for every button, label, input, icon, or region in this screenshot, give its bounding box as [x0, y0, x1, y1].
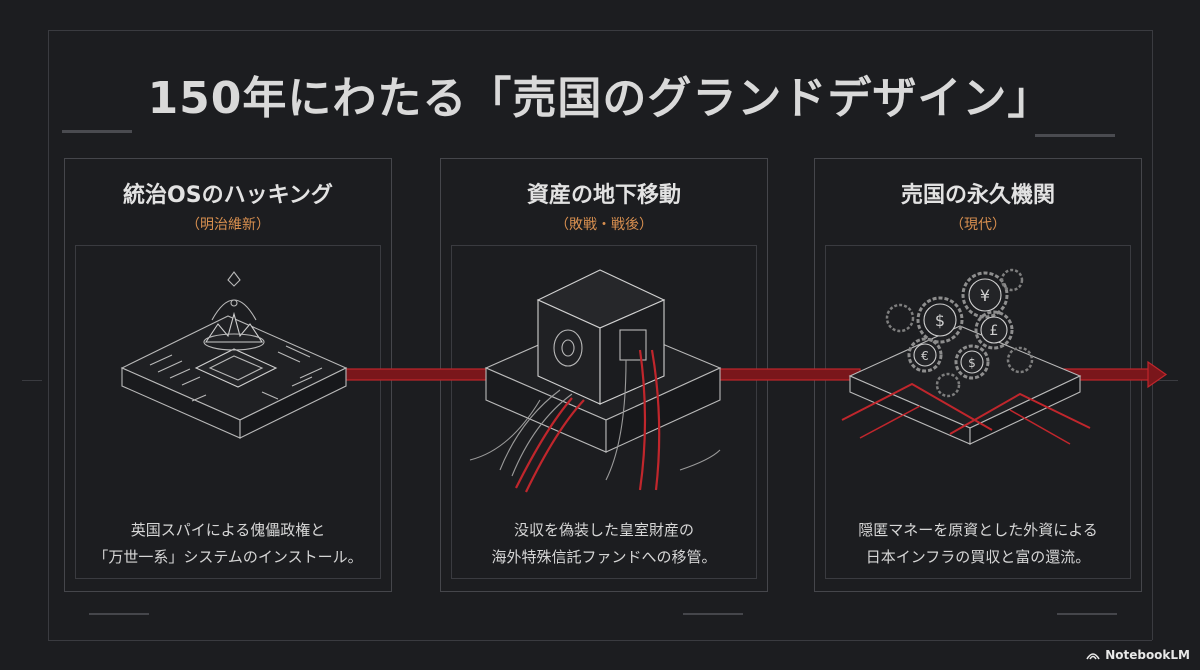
crown-chip-icon: [122, 272, 346, 438]
svg-text:$: $: [935, 311, 945, 330]
svg-text:$: $: [968, 356, 976, 370]
svg-text:€: €: [921, 349, 929, 363]
vault-icon: [470, 270, 720, 492]
notebooklm-logo-icon: [1086, 650, 1100, 660]
gears-currency-icon: $ ¥ £ € $: [842, 270, 1090, 444]
brand-name: NotebookLM: [1105, 648, 1190, 662]
brand-badge: NotebookLM: [1086, 648, 1190, 662]
svg-text:£: £: [990, 323, 999, 339]
svg-text:¥: ¥: [980, 286, 990, 305]
